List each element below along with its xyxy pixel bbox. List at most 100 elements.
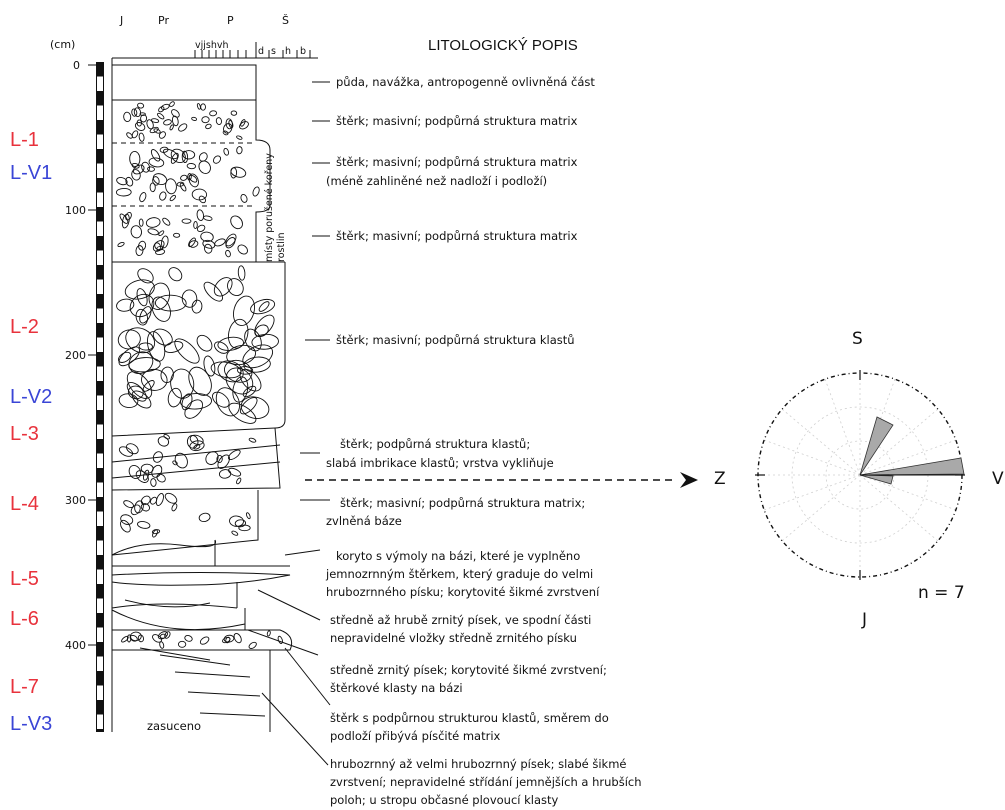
- gravel-clast: [193, 444, 201, 450]
- gravel-clast: [237, 366, 254, 375]
- gravel-clast: [121, 213, 130, 229]
- gravel-clast: [254, 314, 275, 337]
- gravel-clast: [158, 131, 166, 139]
- gravel-clast: [225, 249, 231, 258]
- gravel-clast: [244, 328, 262, 352]
- gravel-clast: [169, 194, 176, 202]
- gravel-clast: [198, 195, 207, 204]
- measurement-arrow: [305, 472, 698, 488]
- scale-segment: [97, 424, 103, 439]
- gravel-clast: [168, 267, 183, 282]
- gravel-clast: [137, 102, 145, 109]
- gravel-clast: [118, 346, 141, 367]
- gravel-clast: [227, 449, 241, 461]
- gravel-clast: [236, 135, 243, 140]
- gravel-clast: [182, 150, 196, 160]
- grain-subcode: d: [258, 46, 264, 57]
- scale-segment: [97, 308, 103, 323]
- gravel-clast: [203, 243, 213, 254]
- gravel-clast: [150, 149, 161, 162]
- gravel-clast: [200, 103, 206, 111]
- gravel-clast: [198, 152, 208, 162]
- gravel-clast: [139, 112, 146, 116]
- sample-label: L-V1: [10, 162, 52, 184]
- sample-label: L-V3: [10, 713, 52, 735]
- gravel-clast: [164, 492, 178, 504]
- description-item: štěrk; podpůrná struktura klastů; slabá …: [326, 437, 554, 470]
- gravel-clast: [160, 103, 170, 110]
- gravel-clast: [232, 376, 249, 403]
- gravel-clast: [138, 240, 147, 251]
- scale-segment: [97, 395, 103, 410]
- gravel-clast: [138, 342, 153, 351]
- gravel-clast: [156, 473, 166, 483]
- roots-note: místy porušené kořeny rostlin: [264, 153, 287, 262]
- gravel-clast: [128, 351, 154, 375]
- gravel-clast: [239, 121, 249, 130]
- scale-segment: [97, 163, 103, 178]
- scale-segment: [97, 366, 103, 381]
- gravel-clast: [152, 634, 162, 643]
- gravel-clast: [126, 371, 153, 399]
- gravel-clast: [132, 164, 145, 175]
- gravel-clast: [181, 393, 193, 411]
- gravel-clast: [196, 209, 205, 222]
- gravel-clast: [158, 106, 165, 113]
- gravel-clast: [230, 166, 247, 178]
- scale-segment: [97, 192, 103, 207]
- gravel-clast: [133, 107, 141, 118]
- gravel-clast: [162, 148, 179, 160]
- description-item: štěrk; masivní; podpůrná struktura klast…: [336, 333, 575, 347]
- gravel-clast: [118, 393, 139, 409]
- gravel-clast: [137, 520, 151, 529]
- gravel-clast: [230, 110, 238, 116]
- gravel-clast: [152, 240, 165, 252]
- description-item: půda, navážka, antropogenně ovlivněná čá…: [336, 75, 595, 89]
- gravel-clast: [157, 631, 168, 640]
- sample-label: L-V2: [10, 386, 52, 408]
- gravel-clast: [230, 167, 238, 179]
- gravel-clast: [217, 454, 230, 469]
- gravel-clast: [174, 338, 200, 364]
- scale-segment: [97, 511, 103, 526]
- gravel-clast: [203, 215, 213, 221]
- gravel-clast: [191, 299, 203, 314]
- lithology-title: LITOLOGICKÝ POPIS: [428, 37, 578, 54]
- gravel-clast: [117, 241, 125, 248]
- sample-label: L-1: [10, 129, 39, 151]
- gravel-clast: [148, 157, 165, 168]
- grain-code: Pr: [158, 14, 169, 27]
- rose-label-east: V: [992, 469, 1004, 489]
- gravel-clast: [181, 289, 198, 308]
- gravel-clast: [225, 233, 237, 247]
- gravel-clast: [213, 277, 233, 297]
- gravel-clast: [126, 381, 147, 402]
- depth-scale: 0 100 200 300 400: [65, 59, 104, 758]
- gravel-clast: [157, 112, 165, 120]
- gravel-clast: [233, 633, 242, 644]
- gravel-clast: [123, 500, 134, 509]
- scale-segment: [97, 627, 103, 642]
- gravel-clast: [149, 182, 156, 193]
- gravel-clast: [191, 116, 197, 121]
- gravel-clast: [169, 101, 175, 107]
- gravel-clast: [177, 640, 187, 648]
- gravel-clast: [217, 336, 244, 351]
- description-item: štěrk s podpůrnou strukturou klastů, smě…: [330, 711, 612, 743]
- gravel-clast: [205, 451, 219, 465]
- gravel-clast: [118, 351, 132, 363]
- gravel-clast: [128, 464, 142, 480]
- gravel-clast: [215, 387, 241, 417]
- gravel-clast: [214, 341, 229, 354]
- column-bottom-note: zasuceno: [147, 719, 201, 733]
- rose-petal: [859, 416, 894, 476]
- gravel-clast: [237, 244, 248, 255]
- gravel-clast: [138, 218, 144, 227]
- gravel-clast: [212, 155, 222, 164]
- gravel-clast: [174, 452, 188, 469]
- gravel-clast: [223, 634, 235, 643]
- description-item: štěrk; masivní; podpůrná struktura matri…: [326, 496, 589, 528]
- gravel-clast: [131, 162, 140, 169]
- gravel-clast: [131, 169, 141, 181]
